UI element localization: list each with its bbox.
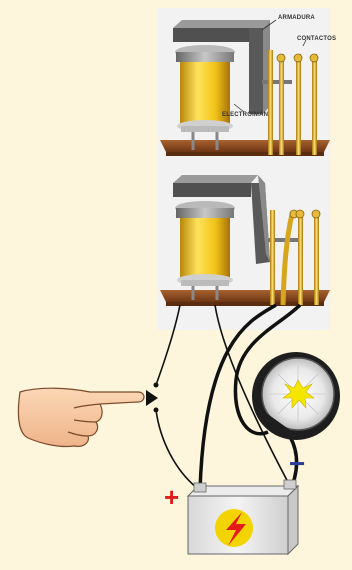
relay-top-board	[160, 140, 330, 152]
push-switch	[146, 383, 159, 413]
label-electromagnet: ELECTROIMÁN	[222, 112, 268, 118]
contact-point	[310, 54, 318, 62]
contact-point	[294, 54, 302, 62]
battery-positive-terminal	[194, 483, 206, 492]
headlight	[252, 352, 340, 440]
label-armature: ARMADURA	[278, 15, 315, 21]
switch-wire-bottom	[156, 410, 197, 488]
pointing-hand	[18, 388, 144, 446]
label-contacts: CONTACTOS	[297, 36, 336, 42]
contact-point	[277, 54, 285, 62]
electromagnet-coil-bottom	[180, 218, 230, 280]
positive-sign: +	[164, 482, 179, 513]
negative-sign: −	[289, 448, 305, 480]
relay-bottom-board	[160, 290, 330, 302]
armature-arm	[249, 28, 263, 114]
battery	[188, 480, 298, 554]
switch-button	[146, 390, 158, 406]
battery-negative-terminal	[284, 480, 296, 489]
